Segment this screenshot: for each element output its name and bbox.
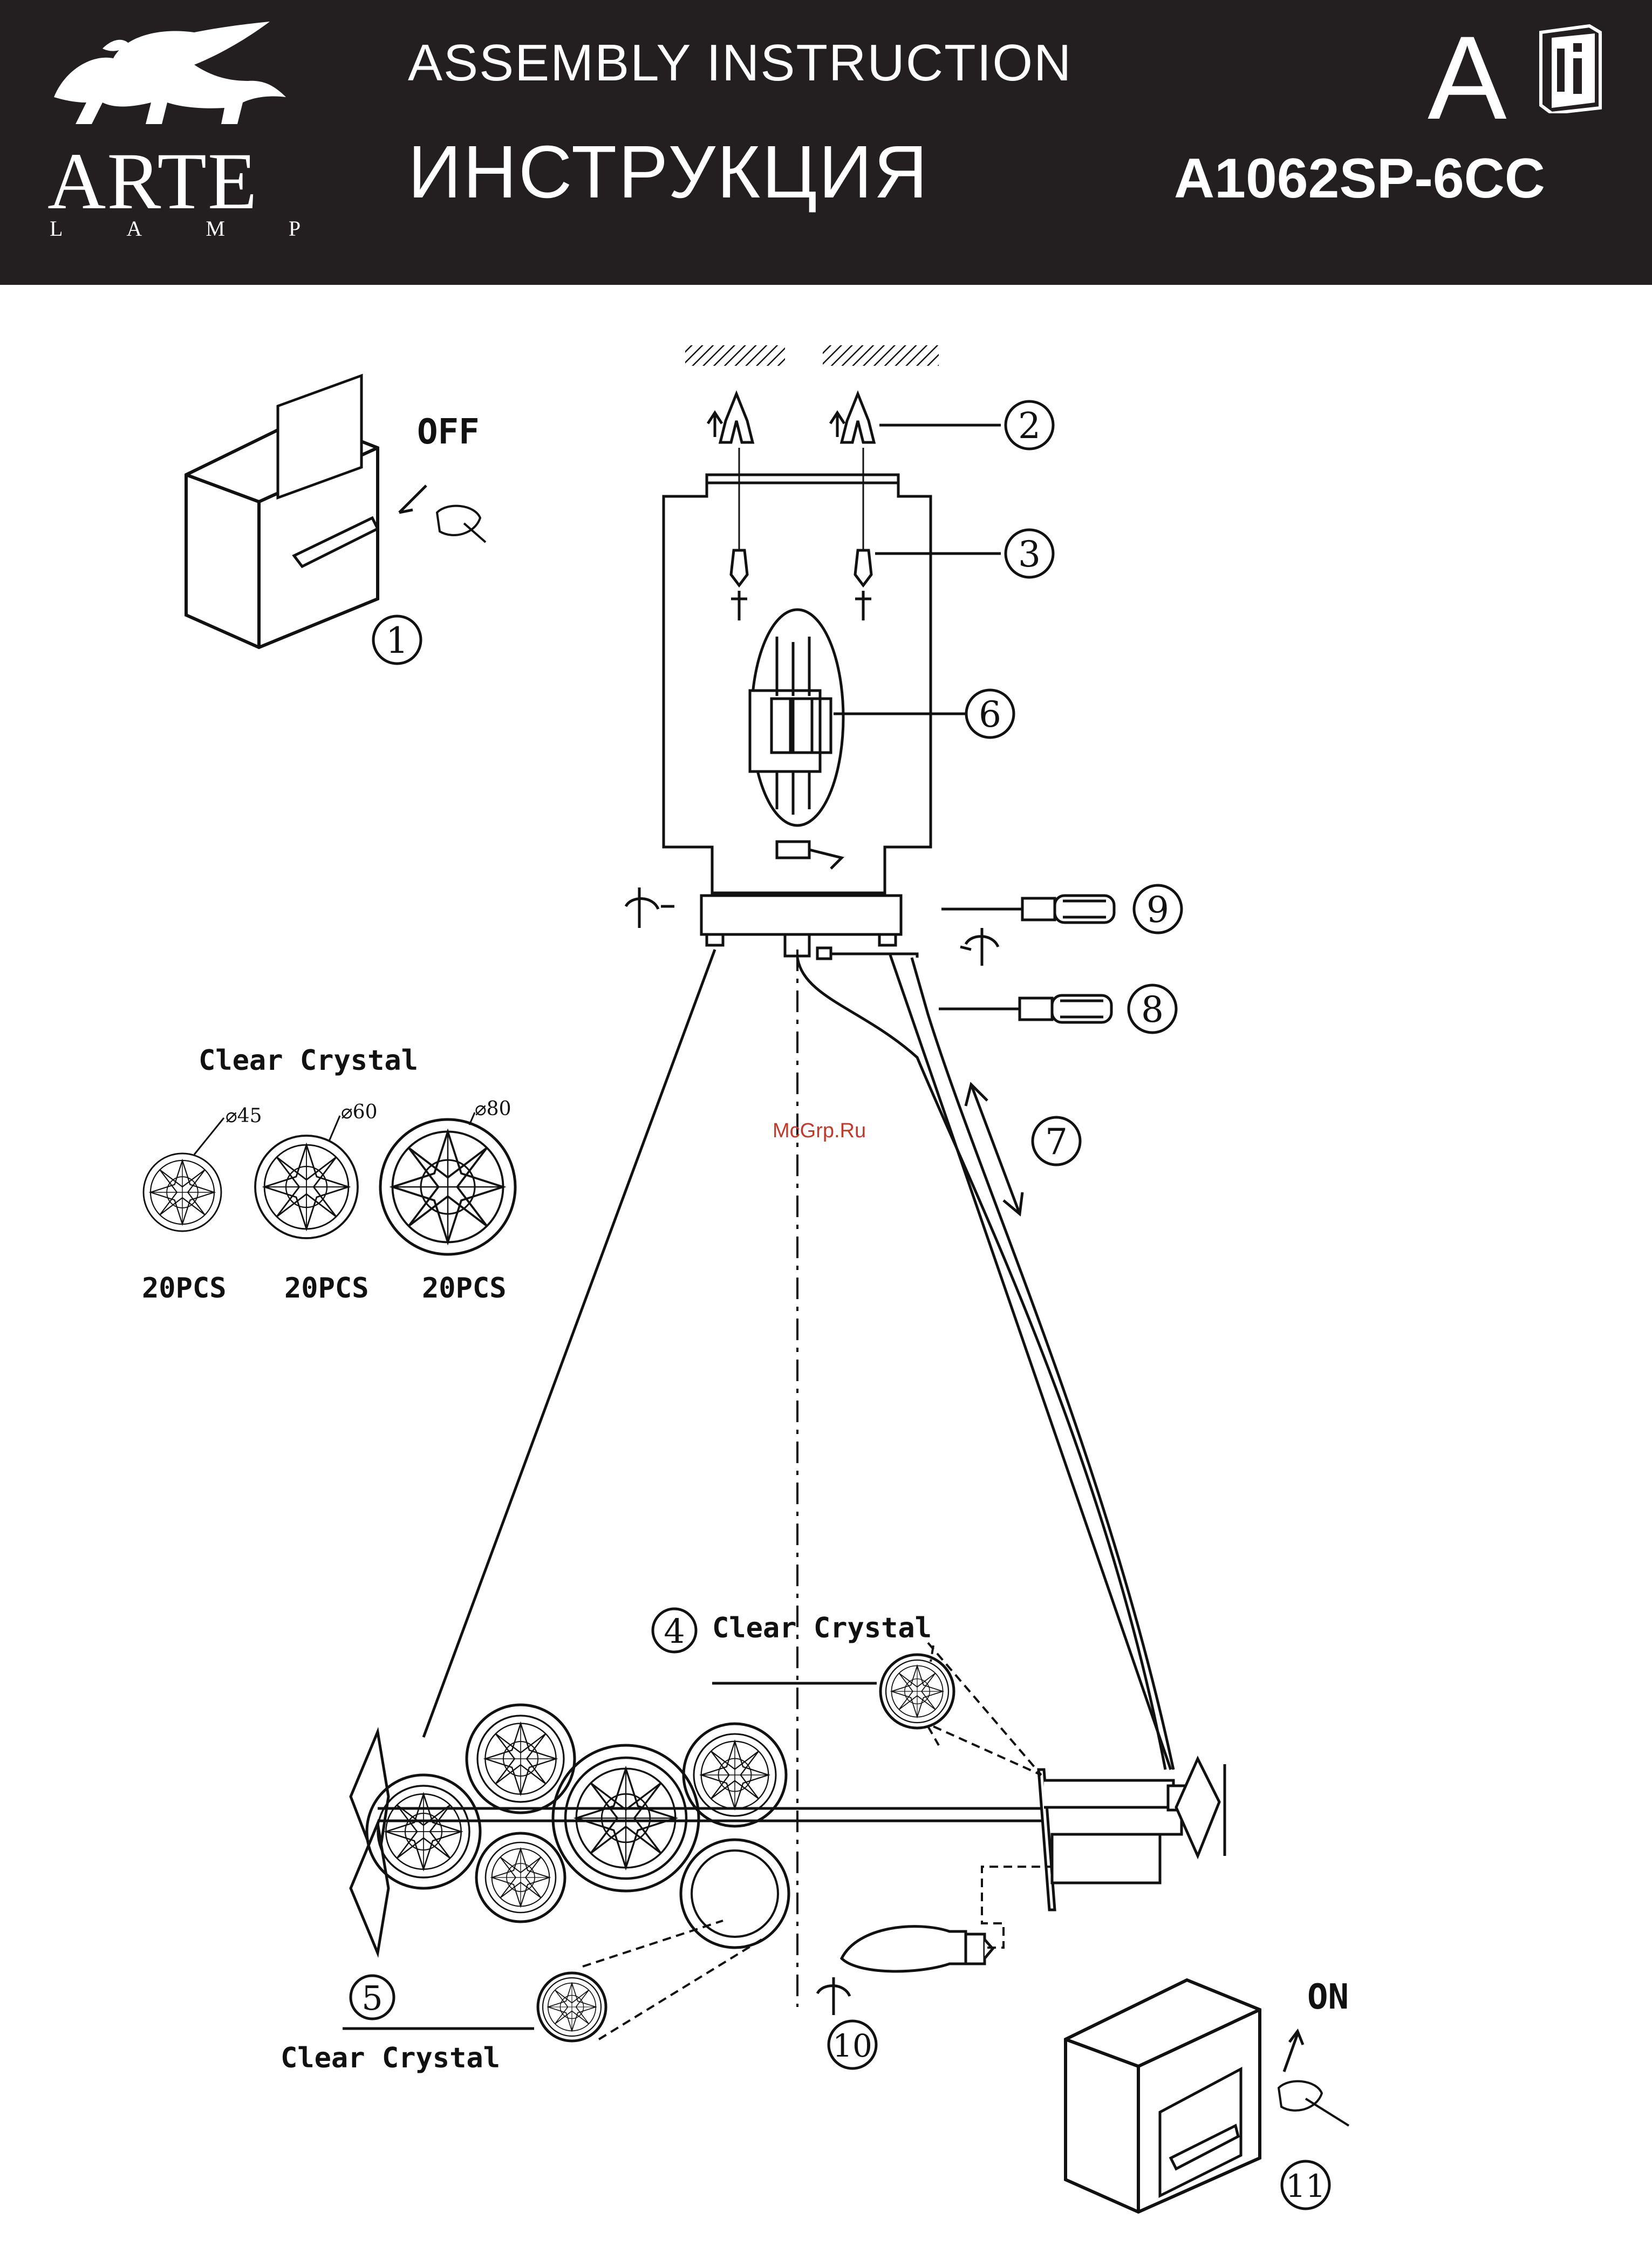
screwdriver-upper (941, 896, 1114, 923)
step-11-badge: 11 (1282, 2161, 1329, 2209)
ceiling (685, 345, 939, 366)
manual-info-icon (1535, 22, 1606, 113)
step-1-badge: 1 (373, 616, 421, 664)
crystal-callout-5 (343, 1921, 766, 2041)
step-5-badge: 5 (351, 1976, 394, 2019)
rotate-arrow-icon-10 (817, 1977, 850, 2015)
callout-5-label: Clear Crystal (281, 2042, 500, 2074)
bulb (842, 1927, 993, 1971)
step-10-badge: 10 (829, 2021, 876, 2068)
brand-name: ARTE (47, 135, 258, 228)
step-8-badge: 8 (1129, 985, 1176, 1033)
crystal-45 (144, 1153, 221, 1231)
arte-lamp-logo (32, 16, 313, 135)
svg-text:8: 8 (1141, 989, 1164, 1030)
push-arrow-icon (399, 486, 426, 513)
crystal-80 (380, 1119, 515, 1254)
wall-switch-on (1066, 1980, 1260, 2212)
header-bar: ARTE LAMP ASSEMBLY INSTRUCTION ИНСТРУКЦИ… (0, 0, 1652, 285)
wall-anchors (708, 394, 874, 442)
canopy (701, 896, 917, 959)
step-4-badge: 4 (653, 1609, 696, 1652)
crystals-heading: Clear Crystal (199, 1044, 418, 1077)
svg-text:11: 11 (1286, 2168, 1326, 2204)
step-2-badge: 2 (1006, 401, 1053, 449)
svg-text:9: 9 (1146, 889, 1169, 931)
step-3-badge: 3 (1006, 530, 1053, 577)
title-russian: ИНСТРУКЦИЯ (408, 129, 929, 215)
svg-text:10: 10 (832, 2027, 872, 2064)
hand-on-icon (1279, 2081, 1349, 2126)
model-number: A1062SP-6CC (1174, 147, 1545, 211)
push-arrow-on-icon (1284, 2031, 1303, 2072)
ring-assembly (351, 1705, 1047, 1953)
crystal-60-size: ⌀60 (341, 1101, 377, 1123)
terminal-block (750, 610, 843, 869)
step-7-badge: 7 (1033, 1117, 1080, 1165)
assembly-diagram: OFF (0, 285, 1652, 2267)
svg-text:6: 6 (979, 694, 1001, 735)
svg-text:5: 5 (361, 1978, 383, 2018)
crystal-45-size: ⌀45 (226, 1105, 262, 1127)
title-english: ASSEMBLY INSTRUCTION (408, 33, 1072, 93)
brand-subtitle: LAMP (50, 216, 364, 241)
callout-4-label: Clear Crystal (712, 1612, 932, 1644)
crystal-80-size: ⌀80 (475, 1098, 511, 1120)
svg-text:1: 1 (386, 620, 408, 661)
step-6-badge: 6 (966, 690, 1014, 738)
svg-text:3: 3 (1018, 534, 1041, 575)
on-label: ON (1307, 1977, 1349, 2017)
watermark: McGrp.Ru (773, 1119, 866, 1142)
crystal-60 (255, 1136, 358, 1238)
svg-text:4: 4 (664, 1612, 685, 1651)
svg-text:2: 2 (1018, 405, 1041, 447)
crystal-45-qty: 20PCS (142, 1272, 227, 1305)
crystal-80-qty: 20PCS (422, 1272, 507, 1305)
category-letter: A (1428, 10, 1507, 146)
step-9-badge: 9 (1134, 885, 1182, 933)
off-label: OFF (417, 412, 480, 452)
svg-text:7: 7 (1045, 1121, 1068, 1163)
lamp-socket (1039, 1759, 1225, 1910)
wall-switch-off (186, 375, 378, 647)
crystal-60-qty: 20PCS (284, 1272, 369, 1305)
screwdriver-lower (939, 995, 1111, 1022)
hand-icon (437, 506, 486, 542)
